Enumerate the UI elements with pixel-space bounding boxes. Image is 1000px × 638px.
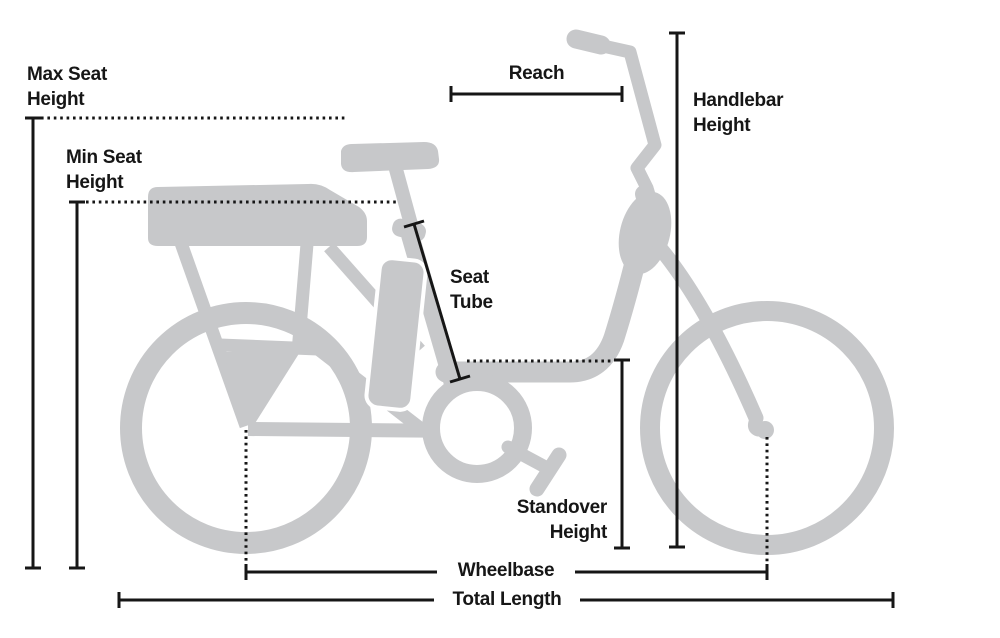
rack-strut-left (174, 240, 253, 429)
rack-bag-panel (222, 352, 300, 428)
pedal (529, 447, 567, 497)
handlebar-height-line (669, 31, 685, 549)
front-hub (756, 421, 774, 439)
seat-tube-label: Seat Tube (450, 267, 493, 313)
crank-arm (501, 440, 556, 476)
min-seat-height-label: Min Seat Height (66, 147, 142, 193)
rack-crossbar (219, 338, 319, 356)
fork (652, 240, 764, 426)
standover-height-label: Standover Height (516, 497, 608, 543)
down-tube (435, 232, 651, 383)
total-length-label: Total Length (452, 589, 562, 610)
wheelbase-line (244, 430, 769, 580)
bike-illustration (120, 29, 894, 555)
chainring (422, 373, 532, 483)
min-seat-height-line (69, 200, 397, 570)
total-length-line (117, 592, 895, 608)
rear-rack-platform (148, 183, 367, 246)
handlebar-grip (566, 29, 611, 55)
reach-label: Reach (508, 63, 565, 84)
rack-strut-right (291, 243, 314, 353)
max-seat-height-line (25, 116, 347, 570)
max-seat-height-label: Max Seat Height (27, 64, 107, 110)
battery (364, 256, 428, 412)
front-wheel (640, 301, 894, 555)
handlebar (569, 33, 662, 212)
wheelbase-label: Wheelbase (457, 560, 555, 581)
saddle (341, 142, 440, 173)
seat-post (387, 160, 419, 230)
seat-tube-line (403, 219, 471, 384)
handlebar-height-label: Handlebar Height (693, 90, 784, 136)
standover-height-line (467, 358, 630, 550)
reach-line (449, 86, 624, 102)
